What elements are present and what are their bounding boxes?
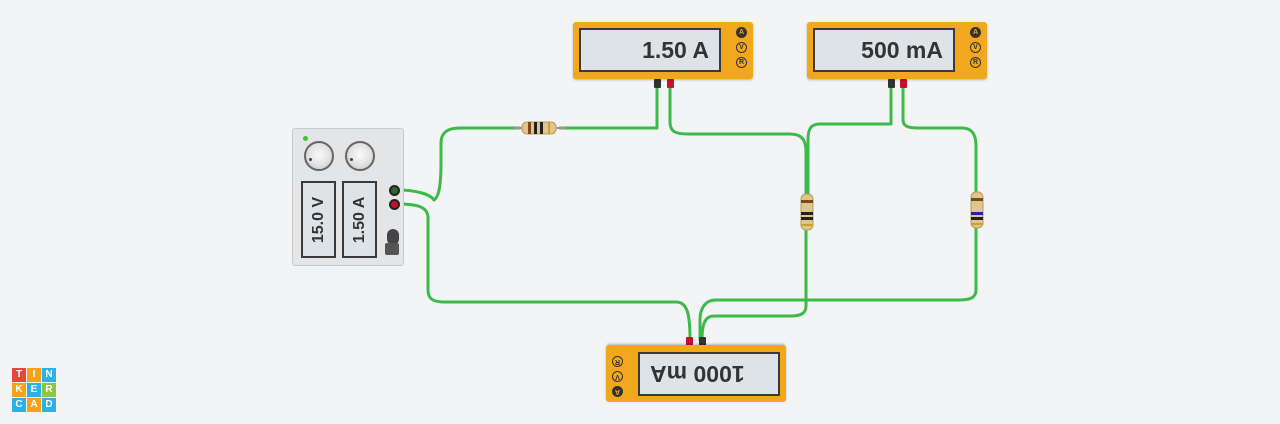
- mode-volts-icon[interactable]: V: [736, 42, 747, 53]
- ammeter-bottom-reading: 1000 mA: [638, 352, 780, 396]
- ammeter-bottom-mode-selector[interactable]: A V R: [611, 356, 623, 397]
- logo-letter: R: [42, 383, 56, 397]
- current-readout: 1.50 A: [350, 196, 368, 243]
- ammeter-top-left[interactable]: 1.50 A A V R: [573, 22, 753, 79]
- logo-letter: C: [12, 398, 26, 412]
- logo-letter: T: [12, 368, 26, 382]
- wire-ammeter2-neg: [806, 83, 893, 198]
- ammeter-top-right-reading: 500 mA: [813, 28, 955, 72]
- mode-ohms-icon[interactable]: R: [612, 356, 623, 367]
- logo-letter: A: [27, 398, 41, 412]
- logo-letter: E: [27, 383, 41, 397]
- positive-terminal[interactable]: [389, 199, 400, 210]
- resistor-r3[interactable]: [970, 191, 984, 229]
- meter-probe-terminals[interactable]: [654, 79, 907, 346]
- negative-terminal[interactable]: [389, 185, 400, 196]
- voltage-knob[interactable]: [304, 141, 334, 171]
- current-knob[interactable]: [345, 141, 375, 171]
- ammeter-bottom[interactable]: 1000 mA A V R: [606, 345, 786, 402]
- power-supply[interactable]: 15.0 V 1.50 A: [292, 128, 404, 266]
- power-switch-base: [385, 243, 399, 255]
- resistor-r1[interactable]: [514, 121, 566, 135]
- tinkercad-logo: T I N K E R C A D: [12, 368, 56, 412]
- mode-amps-icon[interactable]: A: [736, 27, 747, 38]
- current-display: 1.50 A: [342, 181, 377, 258]
- logo-letter: D: [42, 398, 56, 412]
- wires[interactable]: [395, 83, 978, 342]
- voltage-readout: 15.0 V: [309, 196, 327, 243]
- wire-psu-neg-to-resistor: [395, 126, 522, 202]
- wire-psu-pos-to-ammeter3: [395, 202, 692, 342]
- wire-r3-bottom: [698, 226, 978, 342]
- mode-amps-icon[interactable]: A: [970, 27, 981, 38]
- logo-letter: I: [27, 368, 41, 382]
- ammeter-top-right[interactable]: 500 mA A V R: [807, 22, 987, 79]
- wire-ammeter1-pos: [668, 83, 808, 198]
- mode-volts-icon[interactable]: V: [970, 42, 981, 53]
- power-on-led-icon: [303, 136, 308, 141]
- wire-ammeter2-pos: [901, 83, 978, 196]
- voltage-display: 15.0 V: [301, 181, 336, 258]
- mode-amps-icon[interactable]: A: [612, 386, 623, 397]
- mode-volts-icon[interactable]: V: [612, 371, 623, 382]
- ammeter-top-left-mode-selector[interactable]: A V R: [736, 27, 748, 68]
- logo-letter: N: [42, 368, 56, 382]
- power-switch[interactable]: [387, 229, 399, 245]
- ammeter-top-right-mode-selector[interactable]: A V R: [970, 27, 982, 68]
- mode-ohms-icon[interactable]: R: [736, 57, 747, 68]
- ammeter-top-left-reading: 1.50 A: [579, 28, 721, 72]
- resistor-r2[interactable]: [800, 193, 814, 231]
- mode-ohms-icon[interactable]: R: [970, 57, 981, 68]
- wire-r2-bottom: [700, 228, 808, 342]
- logo-letter: K: [12, 383, 26, 397]
